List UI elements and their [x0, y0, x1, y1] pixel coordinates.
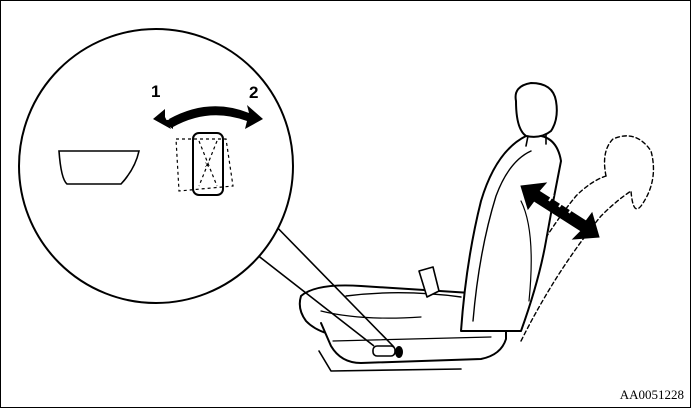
seat-drawing [300, 83, 654, 371]
svg-text:x: x [205, 160, 209, 169]
figure-code: AA0051228 [620, 387, 684, 403]
direction-label-2: 2 [249, 83, 258, 102]
headrest [516, 83, 557, 137]
direction-label-1: 1 [151, 82, 160, 101]
seatback [461, 135, 561, 331]
